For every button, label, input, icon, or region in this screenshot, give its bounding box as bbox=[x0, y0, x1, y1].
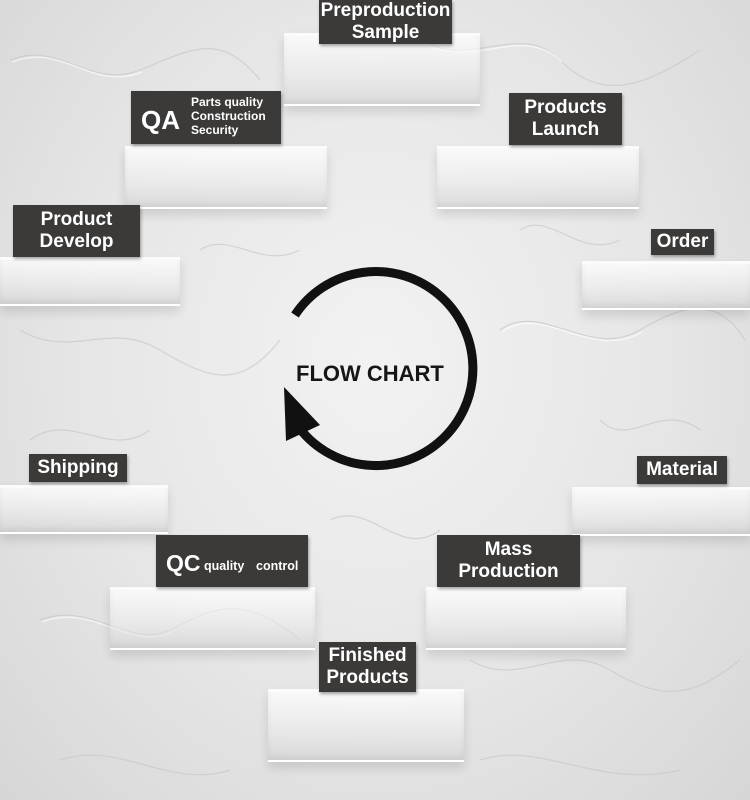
flow-chart-title: FLOW CHART bbox=[296, 361, 444, 386]
qc-abbr: QC bbox=[166, 550, 201, 576]
shelf-preproduction bbox=[284, 33, 480, 106]
shelf-order bbox=[582, 261, 750, 310]
shelf-product-develop bbox=[0, 257, 180, 306]
qa-line-construction: Construction bbox=[191, 109, 266, 123]
order-label: Order bbox=[651, 229, 714, 255]
mass-production-line2: Production bbox=[458, 561, 559, 582]
product-develop-line1: Product bbox=[40, 209, 113, 230]
preproduction-sample-label: Preproduction Sample bbox=[319, 0, 452, 44]
qa-line-security: Security bbox=[191, 123, 239, 137]
mass-production-line1: Mass bbox=[484, 539, 533, 560]
qc-label: QC quality control bbox=[156, 535, 308, 587]
shelf-shipping bbox=[0, 485, 168, 534]
qc-word-quality: quality bbox=[204, 559, 245, 573]
material-label: Material bbox=[637, 456, 727, 484]
shipping-label: Shipping bbox=[29, 454, 127, 482]
qa-label: QA Parts quality Construction Security bbox=[131, 91, 281, 144]
products-launch-line1: Products bbox=[524, 97, 607, 118]
finished-products-label: Finished Products bbox=[319, 642, 416, 692]
preproduction-line1: Preproduction bbox=[320, 0, 451, 21]
shelf-finished-products bbox=[268, 689, 464, 762]
product-develop-label: Product Develop bbox=[13, 205, 140, 257]
qc-word-control: control bbox=[256, 559, 299, 573]
preproduction-line2: Sample bbox=[351, 22, 420, 43]
shipping-line1: Shipping bbox=[37, 457, 119, 478]
finished-products-line1: Finished bbox=[328, 645, 407, 666]
material-line1: Material bbox=[646, 459, 718, 480]
products-launch-line2: Launch bbox=[531, 119, 600, 140]
shelf-products-launch bbox=[437, 146, 639, 209]
qa-line-parts-quality: Parts quality bbox=[191, 95, 264, 109]
order-line1: Order bbox=[656, 231, 709, 252]
shelf-mass-production bbox=[426, 587, 626, 650]
cycle-arrow-icon bbox=[284, 267, 478, 470]
mass-production-label: Mass Production bbox=[437, 535, 580, 587]
shelf-material bbox=[572, 487, 750, 536]
product-develop-line2: Develop bbox=[39, 231, 114, 252]
finished-products-line2: Products bbox=[326, 667, 409, 688]
shelf-qa bbox=[125, 146, 327, 209]
qa-abbr: QA bbox=[141, 105, 180, 135]
products-launch-label: Products Launch bbox=[509, 93, 622, 145]
shelf-qc bbox=[110, 587, 315, 650]
